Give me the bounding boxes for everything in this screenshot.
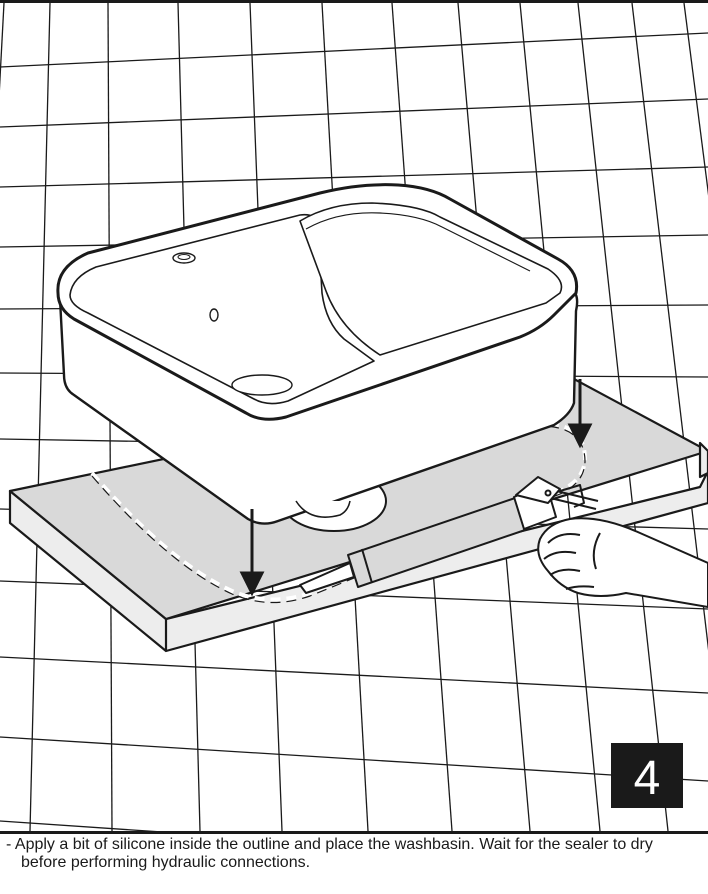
instruction-caption: - Apply a bit of silicone inside the out… [6, 836, 702, 894]
arrow-down-icon [239, 379, 593, 597]
step-number-badge: 4 [611, 746, 683, 811]
washbasin-icon [56, 183, 579, 525]
silicone-gun-icon [299, 476, 599, 594]
step-illustration: 4 [0, 0, 708, 834]
assembly-drawing [0, 3, 708, 831]
step-number: 4 [633, 752, 661, 805]
instruction-text: - Apply a bit of silicone inside the out… [6, 836, 653, 871]
hand-icon [537, 517, 708, 608]
step-badge-bg [611, 743, 683, 808]
sealant-outline [90, 421, 587, 602]
